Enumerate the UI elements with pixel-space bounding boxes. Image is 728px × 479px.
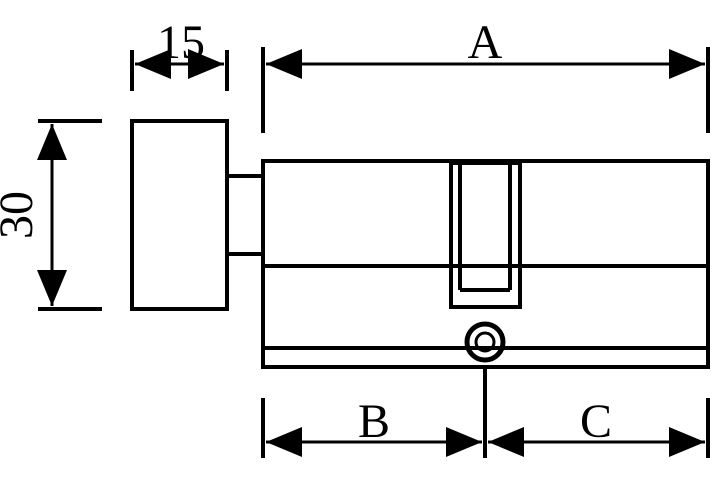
dimension-b-c: B C: [261, 395, 710, 458]
dimension-15-label: 15: [157, 16, 205, 69]
dimension-15: 15: [130, 16, 229, 91]
dimension-b-label: B: [358, 395, 390, 448]
cam-slot-outer: [449, 161, 522, 309]
cylinder-body: [261, 159, 710, 458]
knob-body: [130, 119, 229, 311]
screw-hole-outer: [464, 321, 506, 363]
screw-hole-inner: [474, 331, 496, 353]
knob-shaft: [225, 174, 265, 256]
dimension-30: 30: [0, 119, 102, 311]
dimension-a-label: A: [468, 16, 503, 69]
thumb-turn-knob: [130, 119, 265, 311]
dimension-c-label: C: [580, 395, 612, 448]
dimension-a: A: [261, 16, 710, 133]
dimension-30-label: 30: [0, 191, 43, 239]
